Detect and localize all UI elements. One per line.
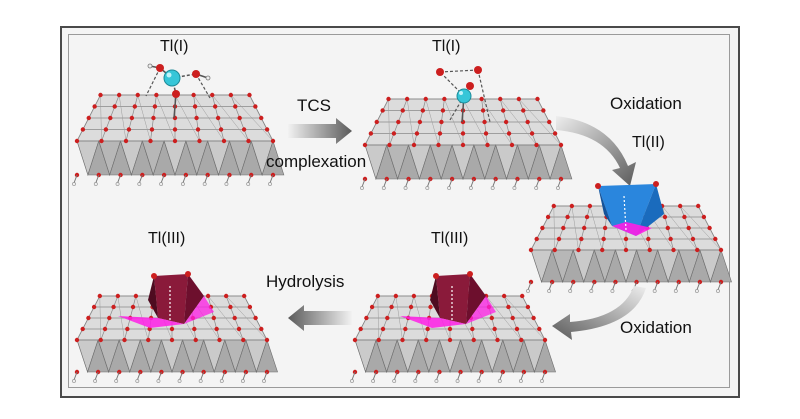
mineral-surface-5 — [72, 293, 278, 383]
arrow-complexation — [288, 118, 352, 144]
label-tl-i-second: Tl(I) — [432, 38, 461, 55]
label-hydrolysis: Hydrolysis — [266, 272, 345, 291]
label-complexation: complexation — [266, 152, 367, 171]
label-tl-iii-left: Tl(III) — [148, 230, 186, 247]
mineral-surface-1 — [72, 92, 285, 186]
arrow-oxidation-1 — [556, 116, 636, 186]
thallium-iii-polyhedron-1 — [400, 271, 496, 328]
arrow-hydrolysis — [288, 305, 352, 331]
thallium-i-complex-1 — [145, 63, 211, 119]
label-oxidation-top: Oxidation — [610, 94, 682, 113]
thallium-ii-polyhedron — [595, 181, 664, 236]
thallium-iii-polyhedron-2 — [118, 271, 214, 328]
mineral-surface-2 — [360, 96, 573, 190]
arrow-oxidation-2 — [552, 286, 646, 340]
label-oxidation-bottom: Oxidation — [620, 318, 692, 337]
label-tcs: TCS — [297, 96, 331, 115]
thallium-i-complex-2 — [436, 66, 491, 123]
label-tl-iii-right: Tl(III) — [431, 230, 469, 247]
label-tl-i-first: Tl(I) — [160, 38, 189, 55]
label-tl-ii: Tl(II) — [632, 134, 665, 151]
mineral-surface-3 — [526, 203, 732, 293]
